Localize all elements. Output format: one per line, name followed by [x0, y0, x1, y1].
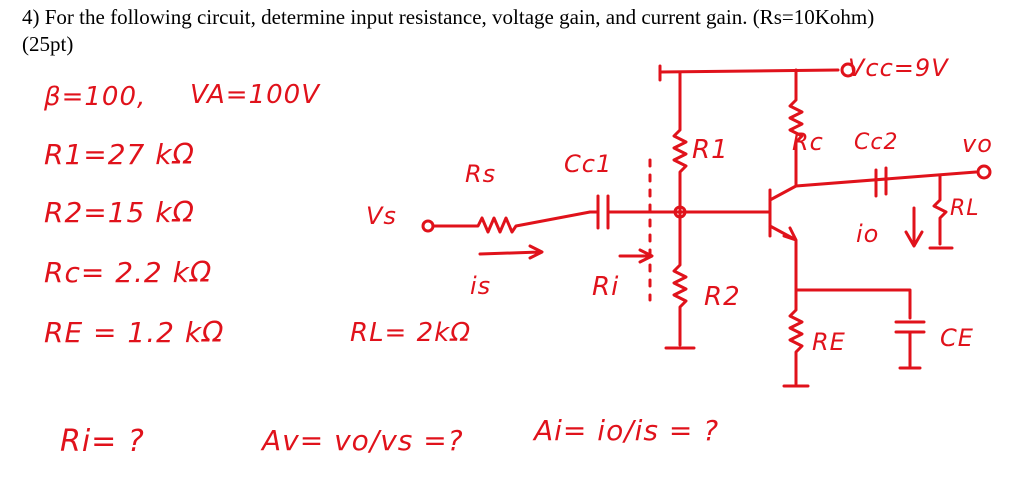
label-is: is — [470, 272, 492, 300]
rl-resistor — [932, 174, 948, 246]
question-ai: Ai= io/is = ? — [534, 414, 720, 447]
rs-resistor — [432, 210, 592, 234]
vcc-terminal — [840, 62, 856, 78]
label-vo: vo — [962, 130, 993, 158]
label-ce: CE — [940, 324, 974, 352]
re-resistor — [788, 288, 804, 386]
label-r2: R2 — [704, 282, 741, 312]
label-rs: Rs — [465, 160, 497, 188]
label-rl: RL — [950, 196, 980, 221]
io-arrow — [904, 206, 924, 248]
r2-resistor — [672, 210, 688, 347]
label-vcc: Vcc=9V — [848, 54, 949, 82]
label-cc2: Cc2 — [854, 130, 899, 155]
ce-wire — [794, 288, 912, 320]
cc2-capacitor — [874, 166, 888, 198]
rc-resistor — [788, 68, 804, 188]
vo-terminal — [976, 164, 992, 180]
label-ri: Ri — [592, 272, 620, 302]
label-re: RE — [812, 328, 846, 356]
transistor-collector — [768, 184, 798, 202]
given-r2: R2=15 kΩ — [44, 196, 195, 229]
problem-text: 4) For the following circuit, determine … — [22, 5, 875, 29]
problem-points: (25pt) — [22, 32, 74, 56]
label-vs: Vs — [366, 202, 397, 230]
problem-statement: 4) For the following circuit, determine … — [22, 4, 1012, 58]
r1-resistor — [672, 70, 688, 214]
given-rc: Rc= 2.2 kΩ — [44, 256, 213, 289]
question-ri: Ri= ? — [60, 424, 145, 459]
label-cc1: Cc1 — [564, 150, 613, 178]
given-rl: RL= 2kΩ — [350, 318, 472, 348]
given-beta: β=100, — [44, 82, 147, 112]
question-av: Av= vo/vs =? — [262, 424, 464, 457]
label-r1: R1 — [692, 135, 729, 165]
vs-terminal — [421, 219, 435, 233]
ri-arrow — [618, 248, 654, 264]
given-va: VA=100V — [190, 80, 321, 110]
given-re: RE = 1.2 kΩ — [44, 316, 225, 349]
cc1-capacitor — [588, 194, 616, 230]
label-io: io — [856, 220, 880, 248]
transistor-emitter — [768, 224, 798, 292]
vcc-rail — [658, 68, 840, 74]
is-arrow — [478, 244, 544, 260]
given-r1: R1=27 kΩ — [44, 138, 195, 171]
ce-capacitor — [894, 320, 926, 370]
